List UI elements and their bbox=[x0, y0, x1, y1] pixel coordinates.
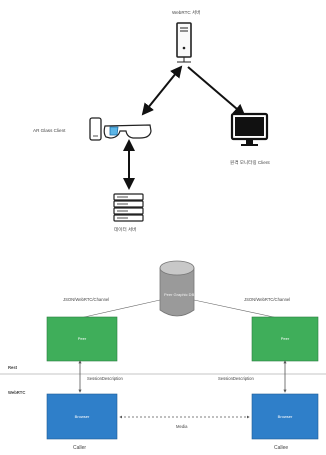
arrow-server-ar bbox=[141, 65, 183, 116]
right-channel-label: JSON/WebRTC/Channel bbox=[244, 297, 291, 302]
monitor-icon bbox=[230, 112, 269, 146]
server-icon bbox=[176, 22, 192, 63]
left-channel-label: JSON/WebRTC/Channel bbox=[63, 297, 110, 302]
media-label: Media bbox=[176, 424, 188, 429]
right-session-label: SessionDescription bbox=[218, 376, 254, 381]
left-peer-label: Peer bbox=[77, 336, 87, 341]
data-server-icon bbox=[113, 193, 144, 222]
peer-db-label: Peer Graphic DB bbox=[164, 292, 195, 297]
rest-layer-label: Rest bbox=[8, 365, 18, 370]
left-session-label: SessionDescription bbox=[87, 376, 123, 381]
ar-glass-icon bbox=[89, 117, 152, 141]
link-db-right bbox=[193, 299, 279, 319]
right-browser-box bbox=[251, 393, 319, 440]
left-browser-label: Browser bbox=[74, 414, 90, 419]
right-caller-label: Callee bbox=[274, 445, 289, 451]
left-browser-box bbox=[46, 393, 118, 440]
right-browser-label: Browser bbox=[277, 414, 293, 419]
right-peer-label: Peer bbox=[280, 336, 290, 341]
db-label: 데이터 서버 bbox=[114, 227, 137, 232]
ar-client-label: AR Glass Client bbox=[33, 128, 66, 133]
webrtc-layer-label: WebRTC bbox=[8, 390, 26, 395]
left-caller-label: Caller bbox=[73, 445, 87, 451]
left-peer-box bbox=[46, 316, 118, 362]
monitor-client-label: 원격 모니터링 Client bbox=[230, 160, 270, 165]
arrow-server-monitor bbox=[187, 66, 246, 117]
server-label: WebRTC 서버 bbox=[172, 10, 201, 15]
peer-db-cylinder bbox=[159, 260, 195, 317]
link-db-left bbox=[79, 299, 161, 319]
